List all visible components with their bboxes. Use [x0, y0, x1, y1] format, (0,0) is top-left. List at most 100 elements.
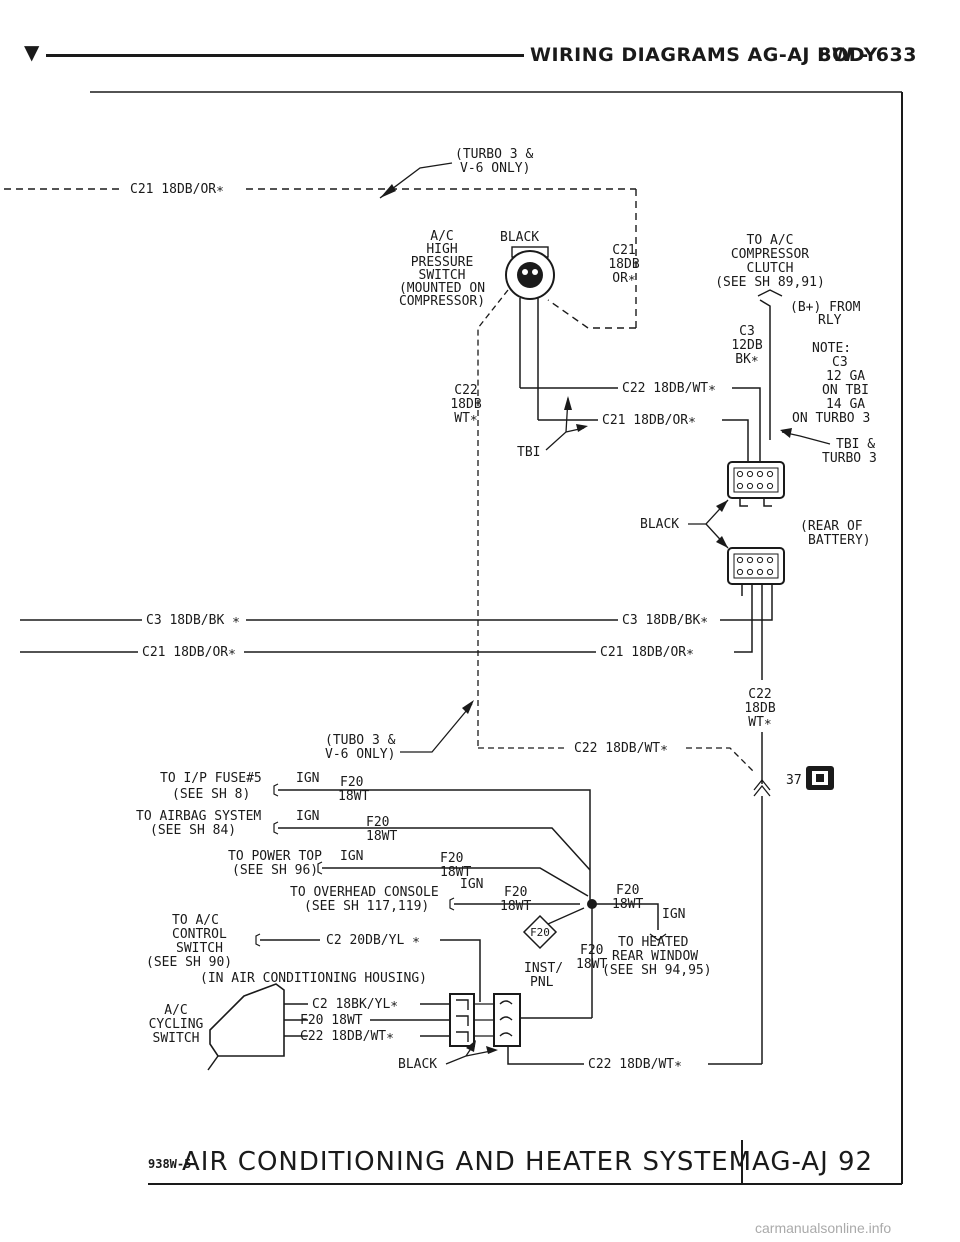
svg-text:18DB: 18DB — [608, 257, 639, 272]
c3-vertical-label: C3 12DB BK∗ — [731, 324, 762, 367]
svg-text:C22 18DB/WT∗: C22 18DB/WT∗ — [574, 741, 668, 756]
connector-bottom — [449, 993, 762, 1065]
svg-text:BLACK: BLACK — [398, 1057, 437, 1072]
svg-text:CONTROL: CONTROL — [172, 927, 227, 942]
svg-text:INST/: INST/ — [524, 961, 563, 976]
svg-text:12 GA: 12 GA — [826, 369, 865, 384]
c22-right-vertical: C22 18DB WT∗ — [744, 596, 776, 1064]
svg-text:IGN: IGN — [662, 907, 685, 922]
svg-text:F20: F20 — [504, 885, 527, 900]
svg-text:REAR WINDOW: REAR WINDOW — [612, 949, 698, 964]
svg-text:IGN: IGN — [296, 809, 319, 824]
svg-text:18WT: 18WT — [500, 899, 531, 914]
bplus-from-label: (B+) FROM RLY — [759, 299, 861, 440]
svg-text:C22 18DB/WT∗: C22 18DB/WT∗ — [588, 1057, 682, 1072]
ac-control-switch: TO A/C CONTROL SWITCH (SEE SH 90) (IN AI… — [146, 913, 481, 1002]
svg-text:F20: F20 — [366, 815, 389, 830]
svg-text:F20: F20 — [616, 883, 639, 898]
svg-text:BK∗: BK∗ — [735, 352, 758, 367]
svg-text:(B+) FROM: (B+) FROM — [790, 300, 861, 315]
svg-text:SWITCH: SWITCH — [153, 1031, 200, 1046]
svg-text:CLUTCH: CLUTCH — [747, 261, 794, 276]
svg-text:PNL: PNL — [530, 975, 554, 990]
wire-c21-a: C21 18DB/OR∗ — [538, 413, 749, 462]
svg-text:14 GA: 14 GA — [826, 397, 865, 412]
svg-text:V-6 ONLY): V-6 ONLY) — [460, 161, 530, 176]
wire-c21-top-label: C21 18DB/OR∗ — [130, 182, 224, 197]
svg-text:37: 37 — [786, 773, 802, 788]
c21-vertical-label: C21 18DB OR∗ — [608, 243, 639, 286]
svg-text:SWITCH: SWITCH — [176, 941, 223, 956]
svg-text:ON TURBO 3: ON TURBO 3 — [792, 411, 870, 426]
svg-text:A/C: A/C — [164, 1003, 187, 1018]
svg-text:(REAR OF: (REAR OF — [800, 519, 863, 534]
svg-text:18WT: 18WT — [338, 789, 369, 804]
f20-feeds: TO I/P FUSE#5 (SEE SH 8) IGN F20 18WT TO… — [136, 771, 712, 1019]
svg-text:IGN: IGN — [340, 849, 363, 864]
svg-text:F20: F20 — [530, 926, 550, 939]
svg-text:ON TBI: ON TBI — [822, 383, 869, 398]
svg-text:(TURBO 3 &: (TURBO 3 & — [455, 147, 533, 162]
svg-text:TO A/C: TO A/C — [172, 913, 219, 928]
wire-c22-bottom: C22 18DB/WT∗ — [584, 1056, 708, 1072]
wire-c3: C3 18DB/BK ∗ C3 18DB/BK∗ — [20, 596, 773, 628]
svg-text:C22: C22 — [454, 383, 477, 398]
svg-text:C2 18BK/YL∗: C2 18BK/YL∗ — [312, 997, 398, 1012]
svg-text:18WT: 18WT — [576, 957, 607, 972]
svg-text:C21: C21 — [612, 243, 635, 258]
svg-text:12DB: 12DB — [731, 338, 762, 353]
svg-text:C3: C3 — [739, 324, 755, 339]
svg-text:C3: C3 — [832, 355, 848, 370]
wire-c22-dashed: C22 18DB/WT∗ — [478, 741, 755, 773]
watermark: carmanualsonline.info — [755, 1220, 892, 1236]
svg-text:IGN: IGN — [460, 877, 483, 892]
svg-text:(TUBO 3 &: (TUBO 3 & — [325, 733, 396, 748]
svg-text:TO POWER TOP: TO POWER TOP — [228, 849, 322, 864]
ac-cycling-switch: A/C CYCLING SWITCH C2 18BK/YL∗ F20 18WT … — [149, 983, 450, 1071]
note-c3: NOTE: C3 12 GA ON TBI 14 GA ON TURBO 3 — [792, 341, 870, 426]
svg-text:C22 18DB/WT∗: C22 18DB/WT∗ — [622, 381, 716, 396]
svg-text:OR∗: OR∗ — [612, 271, 635, 286]
rear-battery-label: (REAR OF BATTERY) — [800, 519, 871, 548]
footer-title: AIR CONDITIONING AND HEATER SYSTEM — [182, 1147, 752, 1177]
svg-text:CYCLING: CYCLING — [149, 1017, 204, 1032]
svg-text:C2 20DB/YL ∗: C2 20DB/YL ∗ — [326, 933, 420, 948]
svg-text:V-6 ONLY): V-6 ONLY) — [325, 747, 395, 762]
svg-text:C21 18DB/OR∗: C21 18DB/OR∗ — [602, 413, 696, 428]
svg-text:F20: F20 — [580, 943, 603, 958]
svg-text:TURBO 3: TURBO 3 — [822, 451, 877, 466]
svg-text:A/C: A/C — [430, 229, 453, 244]
wire-c21: C21 18DB/OR∗ C21 18DB/OR∗ — [20, 596, 753, 660]
c22-left-dashed: C22 18DB WT∗ — [450, 383, 482, 748]
svg-text:TO A/C: TO A/C — [747, 233, 794, 248]
svg-text:(SEE SH 89,91): (SEE SH 89,91) — [715, 275, 825, 290]
svg-text:C21 18DB/OR∗: C21 18DB/OR∗ — [600, 645, 694, 660]
svg-text:TO AIRBAG SYSTEM: TO AIRBAG SYSTEM — [136, 809, 261, 824]
page-number: 8W - 633 — [818, 44, 917, 66]
svg-text:18DB: 18DB — [450, 397, 481, 412]
svg-text:COMPRESSOR): COMPRESSOR) — [399, 294, 485, 309]
note-turbo-mid: (TUBO 3 & V-6 ONLY) — [325, 700, 474, 762]
svg-text:(MOUNTED ON: (MOUNTED ON — [399, 281, 485, 296]
svg-text:18WT: 18WT — [366, 829, 397, 844]
svg-text:(SEE SH 84): (SEE SH 84) — [150, 823, 236, 838]
svg-text:C22: C22 — [748, 687, 771, 702]
footer-ref: AG-AJ 92 — [752, 1147, 873, 1177]
svg-text:WT∗: WT∗ — [454, 411, 477, 426]
black-bottom-label: BLACK — [398, 1040, 498, 1072]
svg-text:TBI &: TBI & — [836, 437, 875, 452]
connector-upper — [727, 461, 785, 507]
svg-text:C22 18DB/WT∗: C22 18DB/WT∗ — [300, 1029, 394, 1044]
svg-text:(IN AIR CONDITIONING HOUSING): (IN AIR CONDITIONING HOUSING) — [200, 971, 427, 986]
svg-text:WT∗: WT∗ — [748, 715, 771, 730]
tbi-label: TBI — [517, 396, 588, 460]
svg-text:F20: F20 — [340, 775, 363, 790]
svg-text:NOTE:: NOTE: — [812, 341, 851, 356]
svg-text:HIGH: HIGH — [426, 242, 457, 257]
svg-text:TO HEATED: TO HEATED — [618, 935, 689, 950]
frame — [90, 91, 903, 1185]
tbi-turbo-label: TBI & TURBO 3 — [780, 428, 877, 466]
svg-text:(SEE SH 90): (SEE SH 90) — [146, 955, 232, 970]
